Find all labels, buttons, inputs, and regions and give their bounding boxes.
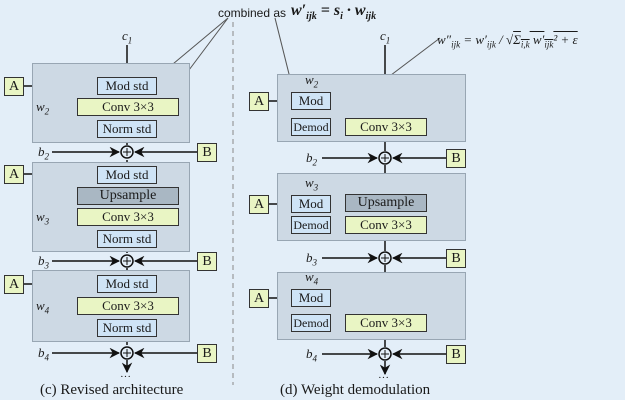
noise-b-r1: B <box>446 149 466 168</box>
mod-3: Mod <box>291 289 331 307</box>
conv-right-1: Conv 3×3 <box>345 118 427 136</box>
conv-1: Conv 3×3 <box>77 98 179 116</box>
w3-right: w3 <box>305 175 319 193</box>
demodulation-formula: w″ijk = w′ijk / √Σi,k w′ijk² + ε <box>437 32 578 50</box>
b4-left: b4 <box>38 345 49 363</box>
combined-as-label: combined as <box>218 6 287 20</box>
w3-left: w3 <box>36 209 50 227</box>
caption-left: (c) Revised architecture <box>40 382 184 398</box>
style-a-2: A <box>4 165 24 184</box>
conv-2: Conv 3×3 <box>77 208 179 226</box>
conv-3: Conv 3×3 <box>77 297 179 315</box>
norm-std-2: Norm std <box>97 230 157 248</box>
right-input-label: c1 <box>380 28 391 46</box>
demod-3: Demod <box>291 314 331 332</box>
style-a-1: A <box>4 77 24 96</box>
norm-std-1: Norm std <box>97 120 157 138</box>
b2-right: b2 <box>306 150 317 168</box>
mod-std-3: Mod std <box>97 275 157 293</box>
caption-right: (d) Weight demodulation <box>280 382 431 398</box>
w4-right: w4 <box>305 269 319 287</box>
style-a-r3: A <box>249 289 269 308</box>
left-input-label: c1 <box>122 28 133 46</box>
b2-left: b2 <box>38 144 49 162</box>
ellipsis-left: ··· <box>120 371 131 383</box>
noise-b-r2: B <box>446 249 466 268</box>
mod-std-2: Mod std <box>97 166 157 184</box>
noise-b-r3: B <box>446 345 466 364</box>
norm-std-3: Norm std <box>97 319 157 337</box>
ellipsis-right: ··· <box>378 372 389 384</box>
demod-2: Demod <box>291 216 331 234</box>
conv-right-3: Conv 3×3 <box>345 314 427 332</box>
noise-b-3: B <box>197 344 217 363</box>
modulation-formula: w′ijk = si · wijk <box>291 2 377 23</box>
w2-left: w2 <box>36 99 50 117</box>
demod-1: Demod <box>291 118 331 136</box>
w2-right: w2 <box>305 72 319 90</box>
upsample-left: Upsample <box>77 187 179 205</box>
mod-1: Mod <box>291 92 331 110</box>
conv-right-2: Conv 3×3 <box>345 216 427 234</box>
b4-right: b4 <box>306 346 317 364</box>
style-a-r2: A <box>249 195 269 214</box>
upsample-right: Upsample <box>345 194 427 212</box>
w4-left: w4 <box>36 298 50 316</box>
noise-b-1: B <box>197 143 217 162</box>
mod-std-1: Mod std <box>97 77 157 95</box>
b3-right: b3 <box>306 250 317 268</box>
style-a-r1: A <box>249 92 269 111</box>
b3-left: b3 <box>38 253 49 271</box>
style-a-3: A <box>4 275 24 294</box>
noise-b-2: B <box>197 252 217 271</box>
mod-2: Mod <box>291 195 331 213</box>
